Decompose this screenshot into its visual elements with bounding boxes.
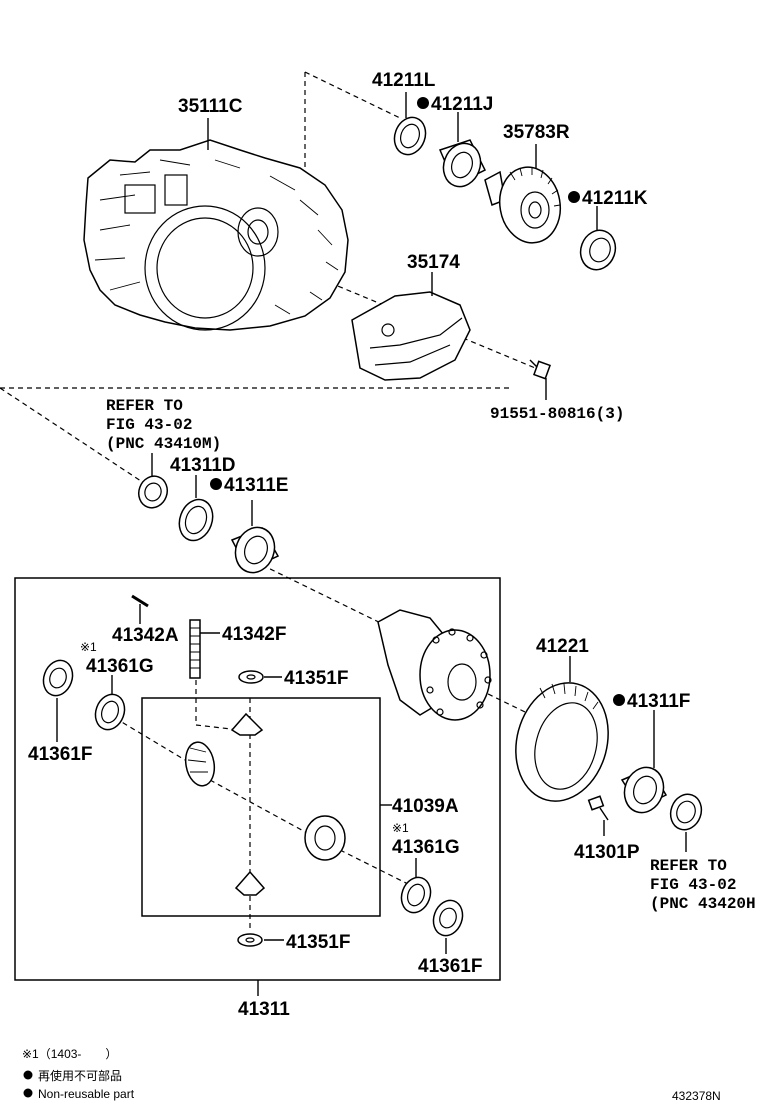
label-41311E: 41311E (224, 475, 288, 496)
bearing-41311F (620, 766, 668, 814)
star-mark-bottom: ※1 (392, 821, 409, 835)
label-41342A: 41342A (112, 625, 179, 646)
label-41361F-left: 41361F (28, 744, 92, 765)
shaft-41342F (189, 619, 201, 679)
refer-left-line2: FIG 43-02 (106, 416, 192, 434)
refer-right-line2: FIG 43-02 (650, 876, 736, 894)
bearing-41211K (579, 229, 617, 271)
non-reusable-bullet (417, 97, 429, 109)
washer-41351F-top (238, 670, 264, 684)
label-35783R: 35783R (503, 122, 570, 143)
refer-left-line1: REFER TO (106, 397, 183, 415)
assembly-box-41039A (141, 697, 381, 917)
pin-41342A (131, 594, 149, 608)
side-gear-left (184, 741, 216, 787)
illustration-id: 432378N (672, 1089, 721, 1103)
differential-case (377, 609, 492, 721)
refer-right-line3: (PNC 43420H (650, 895, 756, 913)
label-35174: 35174 (407, 252, 460, 273)
bearing-41311E (230, 526, 280, 574)
shim-41211L (393, 116, 427, 156)
refer-left-line3: (PNC 43410M) (106, 435, 221, 453)
pinion-gear-top (230, 712, 264, 736)
gear-35783R (484, 166, 562, 244)
legend-bullet-en: Non-reusable part (38, 1087, 135, 1101)
bearing-41211J (438, 139, 487, 188)
non-reusable-bullet (210, 478, 222, 490)
washer-41351F-bottom (237, 933, 263, 947)
label-41361G-bottom: 41361G (392, 837, 460, 858)
label-41221: 41221 (536, 636, 589, 657)
legend-bullet-jp: 再使用不可部品 (38, 1068, 122, 1083)
refer-right-line1: REFER TO (650, 857, 727, 875)
label-41211K: 41211K (582, 188, 648, 209)
legend-bullet-icon (23, 1088, 33, 1098)
label-41361G-top: 41361G (86, 656, 154, 677)
label-41351F-bottom: 41351F (286, 932, 350, 953)
label-41311D: 41311D (170, 455, 236, 476)
washer-41361F-bottom (432, 899, 464, 937)
side-gear-right (304, 815, 346, 861)
washer-41361G-top (94, 693, 126, 731)
bolt-41301P (587, 795, 609, 821)
label-41211J: 41211J (431, 94, 493, 115)
non-reusable-bullet (613, 694, 625, 706)
star-mark-top: ※1 (80, 640, 97, 654)
bolt-91551 (529, 359, 551, 380)
label-41361F-bottom: 41361F (418, 956, 482, 977)
label-41311: 41311 (238, 999, 290, 1020)
shim-41311D (178, 498, 214, 542)
pinion-gear-bottom (234, 870, 266, 896)
label-41301P: 41301P (574, 842, 640, 863)
label-41039A: 41039A (392, 796, 459, 817)
legend-bullet-icon (23, 1070, 33, 1080)
cover-35174 (351, 291, 471, 381)
oil-seal-left (138, 475, 168, 509)
transmission-case-35111C (83, 139, 349, 331)
label-41342F: 41342F (222, 624, 286, 645)
legend-star-note: ※1（1403- ） (22, 1047, 117, 1061)
ring-gear-41221 (515, 682, 609, 802)
non-reusable-bullet (568, 191, 580, 203)
washer-41361F-left (42, 659, 74, 697)
label-41351F-top: 41351F (284, 668, 348, 689)
oil-seal-right (669, 793, 703, 831)
label-35111C: 35111C (178, 96, 243, 117)
label-91551: 91551-80816(3) (490, 405, 624, 423)
label-41311F: 41311F (627, 691, 690, 712)
label-41211L: 41211L (372, 70, 436, 91)
washer-41361G-bottom (400, 876, 432, 914)
